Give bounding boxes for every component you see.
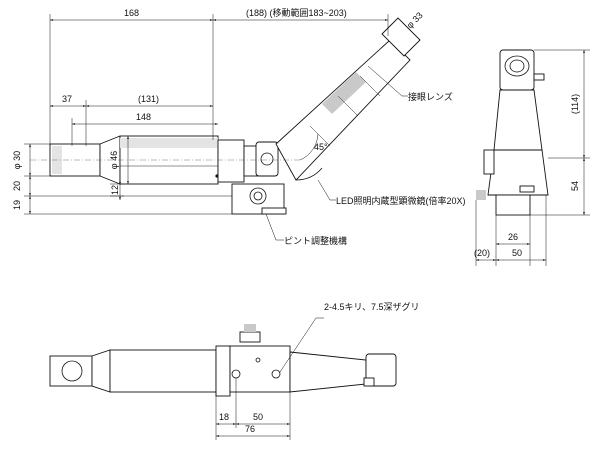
dim-148: 148 — [136, 112, 151, 122]
focus-block — [217, 139, 245, 183]
bottom-view: 2-4.5キリ、7.5深ザグリ 18 50 76 — [49, 301, 420, 440]
dim-objective-diameter: φ 30 — [12, 151, 22, 169]
inclined-arm — [275, 39, 411, 181]
dim-168: 168 — [124, 8, 139, 18]
bottom-base — [229, 345, 291, 393]
dim-50-bottom: 50 — [253, 412, 263, 422]
dim-54: 54 — [570, 181, 580, 191]
dim-12: 12 — [110, 185, 120, 195]
dim-76: 76 — [245, 424, 255, 434]
dim-50-side: 50 — [512, 248, 522, 258]
dim-20: 20 — [12, 181, 22, 191]
side-body — [493, 89, 543, 151]
dim-20-side: (20) — [474, 248, 490, 258]
clamp-ring — [255, 141, 279, 177]
dim-angle: 45° — [314, 142, 328, 152]
side-base — [495, 194, 531, 216]
dim-26: 26 — [508, 232, 518, 242]
bottom-tube — [109, 349, 217, 393]
dim-131: (131) — [138, 94, 159, 104]
label-led-microscope: LED照明内蔵型顕微鏡(倍率20X) — [336, 195, 466, 206]
dim-188: (188) (移動範囲183~203) — [246, 7, 347, 18]
dim-37: 37 — [62, 94, 72, 104]
side-view: (114) 54 26 (20) 50 — [474, 49, 590, 266]
label-tapped-holes: 2-4.5キリ、7.5深ザグリ — [324, 301, 420, 312]
label-focus-mechanism: ピント調整機構 — [284, 235, 347, 246]
eyepiece — [381, 17, 421, 57]
dim-18: 18 — [219, 412, 229, 422]
dim-tube-diameter: φ 46 — [109, 151, 119, 169]
bottom-objective — [49, 355, 93, 387]
dim-114: (114) — [570, 94, 580, 114]
dim-eyepiece-diameter: φ 33 — [405, 10, 425, 30]
dim-19: 19 — [12, 200, 22, 210]
front-view: 168 (188) (移動範囲183~203) φ 33 37 (131) 14… — [12, 7, 466, 246]
label-eyepiece-lens: 接眼レンズ — [408, 91, 453, 102]
